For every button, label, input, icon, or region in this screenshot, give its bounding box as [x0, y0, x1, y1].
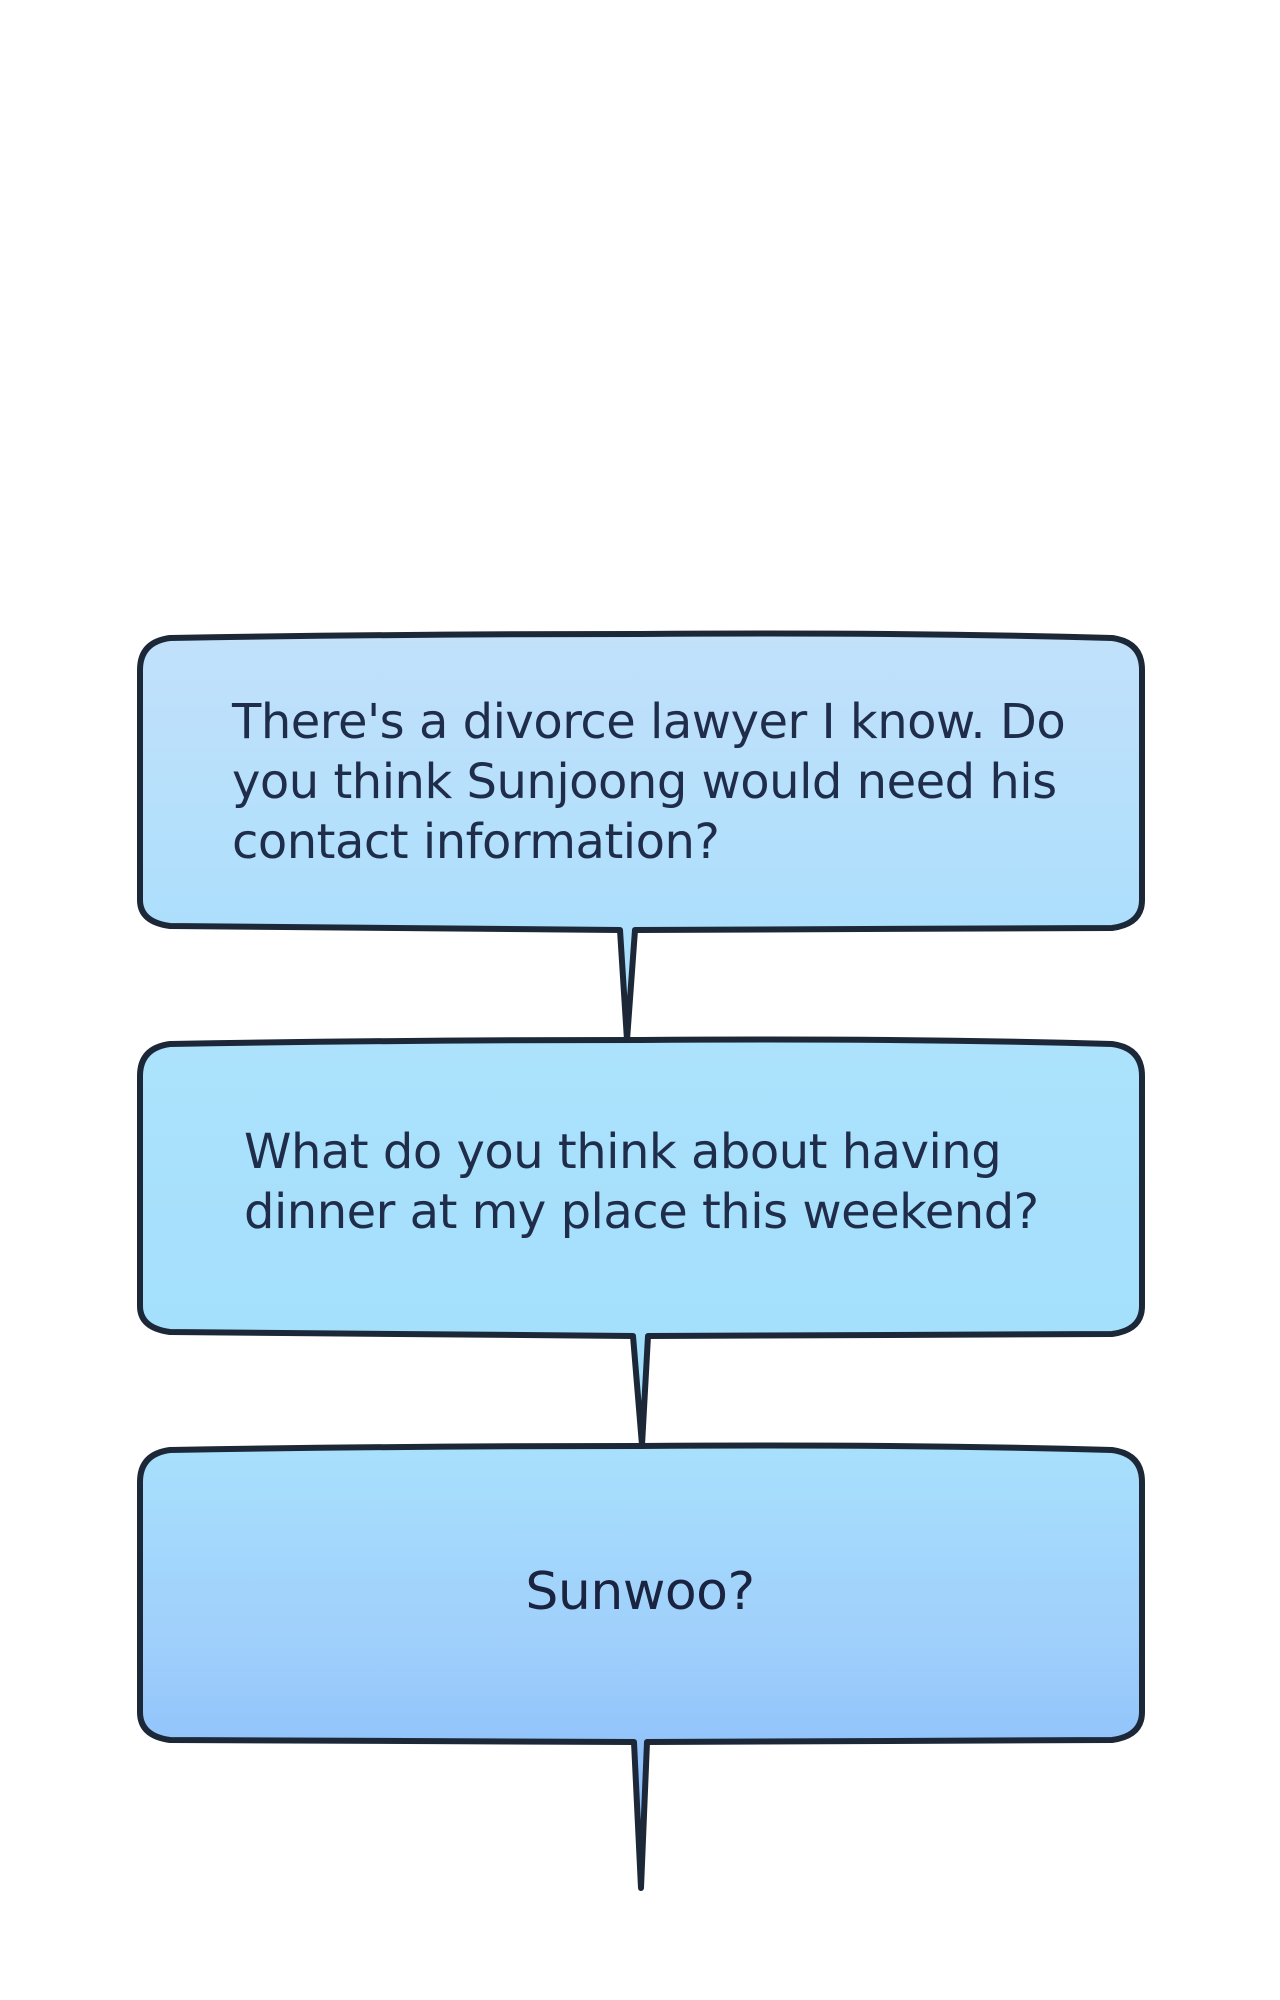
speech-bubble-1	[137, 630, 1145, 1043]
speech-bubble-3	[137, 1442, 1145, 1891]
bubble-3-text: Sunwoo?	[525, 1562, 755, 1622]
bubble-2-text: What do you think about having dinner at…	[244, 1124, 1039, 1240]
speech-bubble-2	[137, 1036, 1145, 1448]
bubble-1-text: There's a divorce lawyer I know. Do you …	[232, 694, 1066, 870]
